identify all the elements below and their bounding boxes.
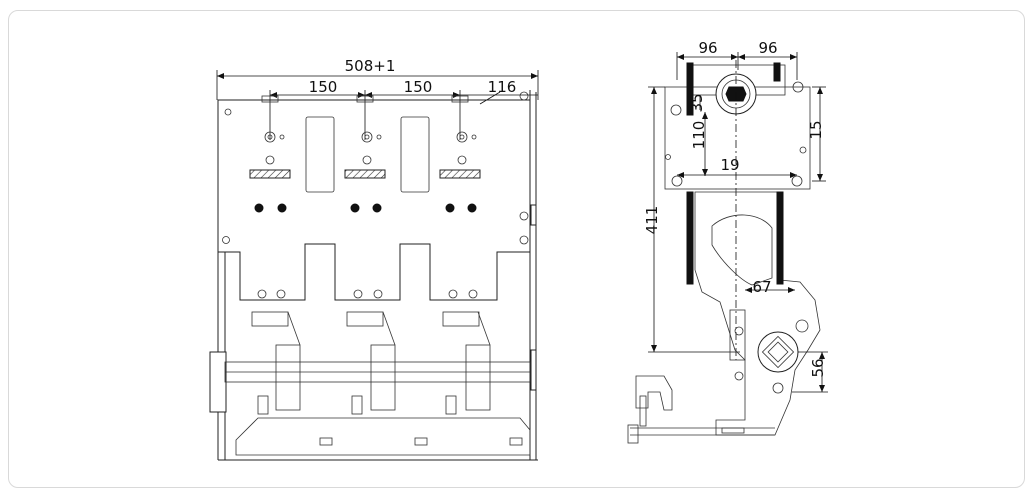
pole-1 bbox=[249, 95, 301, 415]
dim-top-right-width: 96 bbox=[758, 39, 777, 57]
dim-edge-offset: 116 bbox=[488, 78, 517, 96]
dim-bottom-height: 56 bbox=[809, 358, 827, 377]
drawing-frame bbox=[8, 10, 1025, 488]
dim-mid-width: 19 bbox=[720, 156, 739, 174]
dim-right-height: 15 bbox=[807, 120, 825, 139]
pole-2 bbox=[344, 95, 396, 415]
dim-overall-height: 411 bbox=[643, 206, 661, 235]
dim-pole-spacing-1: 150 bbox=[309, 78, 338, 96]
dim-top-left-width: 96 bbox=[698, 39, 717, 57]
pole-3 bbox=[439, 95, 491, 415]
front-view: 508+1 150 150 116 bbox=[209, 57, 539, 461]
dim-pole-spacing-2: 150 bbox=[404, 78, 433, 96]
dim-small-offset: 35 bbox=[688, 93, 706, 112]
dim-shaft-offset: 67 bbox=[752, 278, 771, 296]
side-view: 96 96 35 110 15 19 411 bbox=[627, 39, 828, 444]
dim-overall-width: 508+1 bbox=[345, 57, 396, 75]
